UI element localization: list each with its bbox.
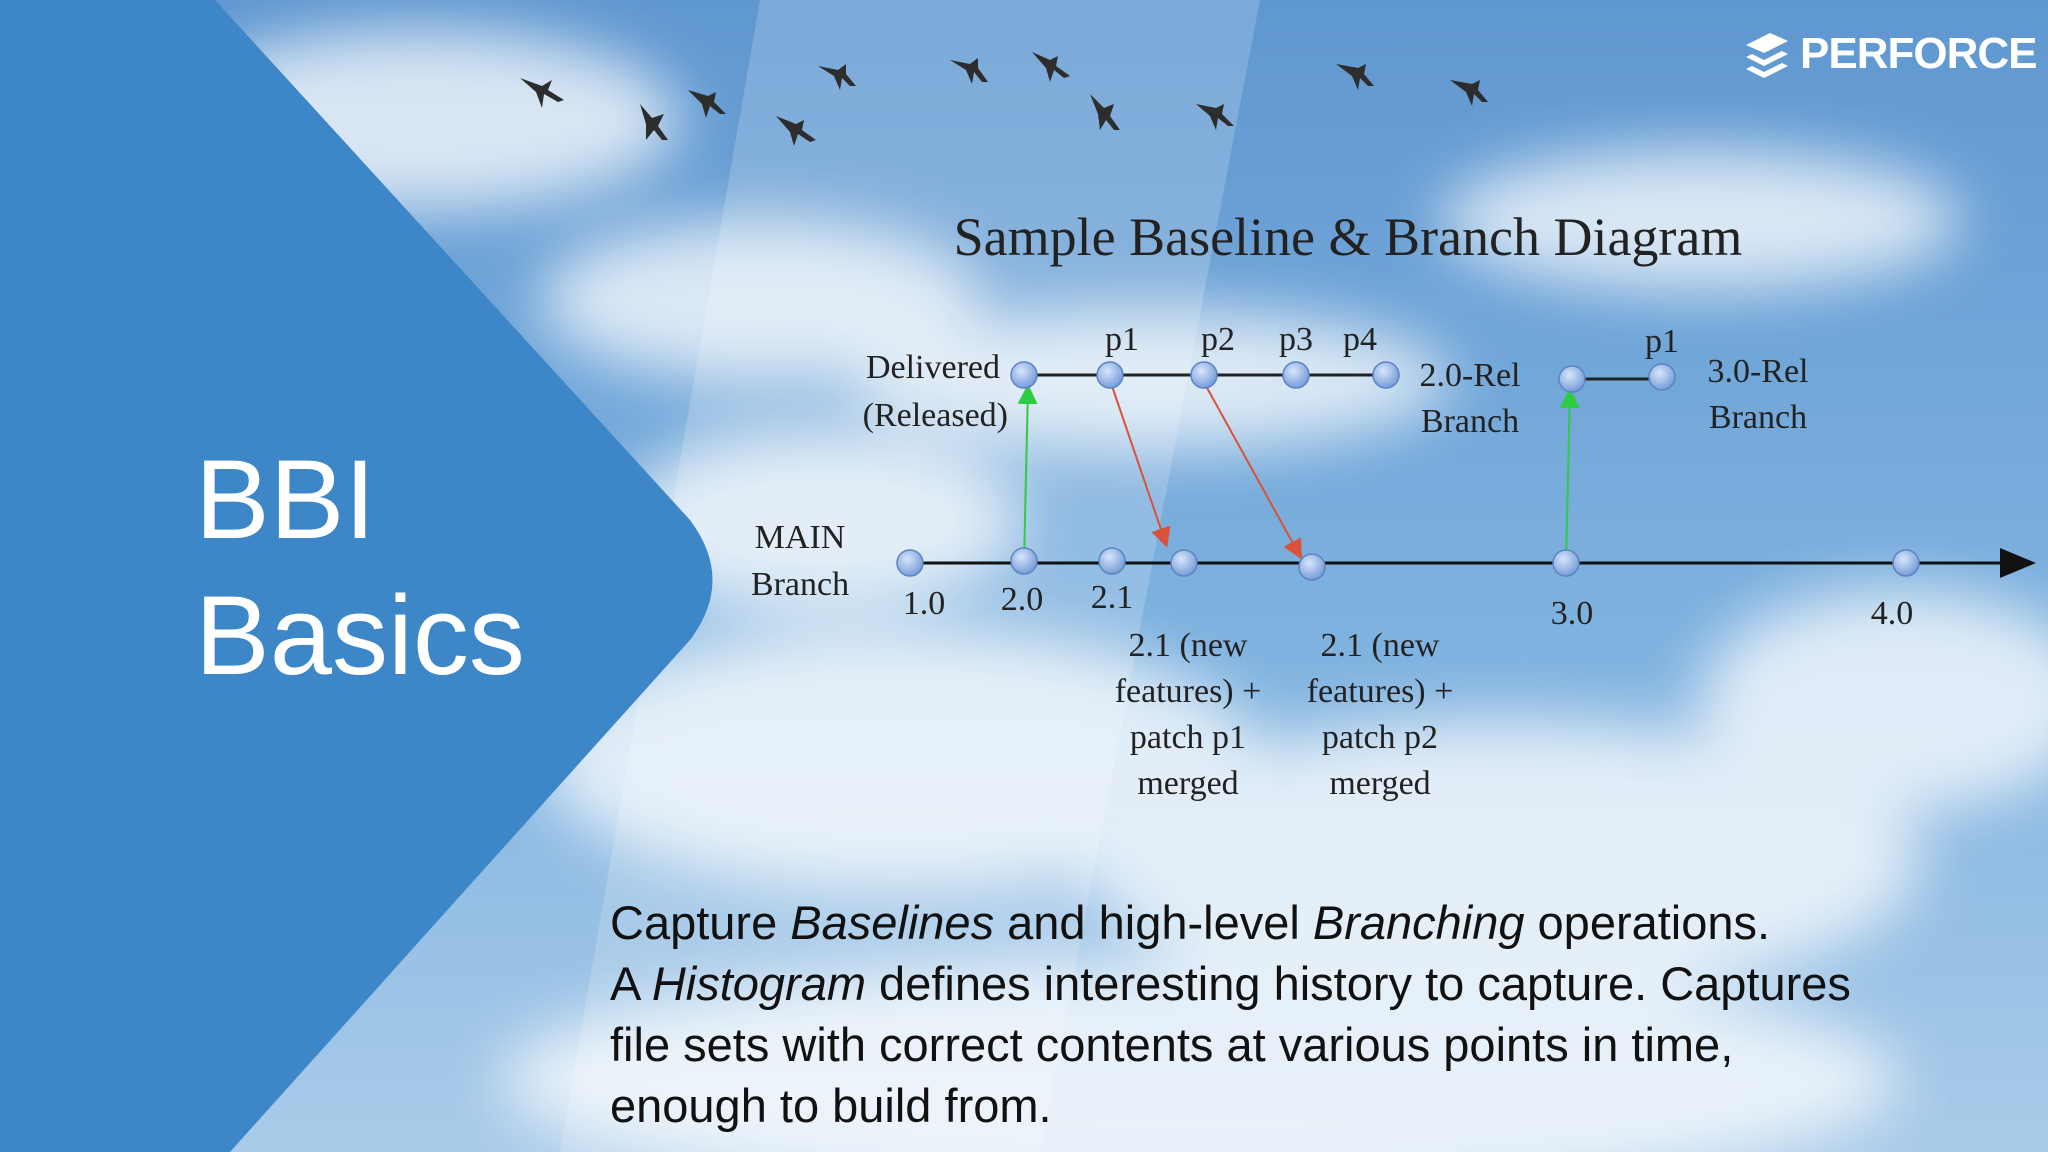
rel20-branch-label: Branch xyxy=(1421,403,1519,440)
node-main-merge-p1 xyxy=(1170,549,1198,577)
caption-text: Capture xyxy=(610,896,791,949)
node-main-merge-p2 xyxy=(1298,553,1326,581)
node-main-1.0 xyxy=(896,549,924,577)
released-label: (Released) xyxy=(863,397,1008,434)
main-branch-label: Branch xyxy=(751,566,849,603)
birds-decoration xyxy=(520,52,1488,146)
caption-text: A xyxy=(610,957,652,1010)
version-label-3.0: 3.0 xyxy=(1551,595,1594,632)
merge-arrow-patch-p1 xyxy=(1111,385,1171,548)
rel30-patch-label-p1: p1 xyxy=(1645,323,1679,360)
perforce-logo-text: PERFORCE xyxy=(1800,29,2037,78)
merge-note-2-line3: patch p2 xyxy=(1322,719,1438,756)
diagram-title: Sample Baseline & Branch Diagram xyxy=(954,207,1743,267)
slide-caption: Capture Baselines and high-level Branchi… xyxy=(610,892,2030,1136)
caption-emphasis-histogram: Histogram xyxy=(651,957,866,1010)
caption-line-1: Capture Baselines and high-level Branchi… xyxy=(610,892,2030,953)
node-patch-p2 xyxy=(1190,361,1218,389)
perforce-logo-icon xyxy=(1746,33,1788,78)
merge-note-2-line2: features) + xyxy=(1307,673,1454,710)
caption-emphasis-baselines: Baselines xyxy=(790,896,995,949)
rel30-label: 3.0-Rel xyxy=(1707,353,1808,390)
slide-title-line2: Basics xyxy=(195,573,525,698)
version-label-4.0: 4.0 xyxy=(1871,595,1914,632)
slide-title-line1: BBI xyxy=(195,437,376,562)
patch-label-p2: p2 xyxy=(1201,321,1235,358)
perforce-logo: PERFORCE xyxy=(1742,28,2037,80)
merge-note-1-line1: 2.1 (new xyxy=(1129,627,1248,664)
node-released-2.0 xyxy=(1010,361,1038,389)
merge-arrow-3.0-release xyxy=(1559,388,1580,564)
patch-label-p3: p3 xyxy=(1279,321,1313,358)
rel20-label: 2.0-Rel xyxy=(1419,357,1520,394)
caption-line-2: A Histogram defines interesting history … xyxy=(610,953,2030,1014)
main-label: MAIN xyxy=(755,519,846,556)
caption-text: defines interesting history to capture. … xyxy=(866,957,1851,1010)
merge-note-1-line3: patch p1 xyxy=(1130,719,1246,756)
delivered-label: Delivered xyxy=(866,349,1000,386)
merge-note-2-line1: 2.1 (new xyxy=(1321,627,1440,664)
merge-arrow-patch-p2 xyxy=(1205,385,1302,560)
node-patch-p4 xyxy=(1372,361,1400,389)
caption-line-4: enough to build from. xyxy=(610,1079,1052,1132)
version-label-2.0: 2.0 xyxy=(1001,581,1044,618)
caption-text: operations. xyxy=(1524,896,1771,949)
title-panel xyxy=(0,0,713,1152)
version-label-2.1: 2.1 xyxy=(1091,579,1134,616)
rel30-branch-label: Branch xyxy=(1709,399,1807,436)
node-main-4.0 xyxy=(1892,549,1920,577)
merge-arrow-2.0-release xyxy=(1017,384,1038,564)
node-patch-p1 xyxy=(1096,361,1124,389)
node-patch-p3 xyxy=(1282,361,1310,389)
caption-emphasis-branching: Branching xyxy=(1312,896,1525,949)
version-label-1.0: 1.0 xyxy=(903,585,946,622)
merge-note-2-line4: merged xyxy=(1329,765,1430,802)
node-released-3.0 xyxy=(1558,365,1586,393)
slide-title: BBI Basics xyxy=(195,432,525,704)
patch-label-p4: p4 xyxy=(1343,321,1377,358)
caption-line-3: file sets with correct contents at vario… xyxy=(610,1018,1734,1071)
node-main-3.0 xyxy=(1552,549,1580,577)
patch-label-p1: p1 xyxy=(1105,321,1139,358)
caption-text: and high-level xyxy=(994,896,1313,949)
node-main-2.0 xyxy=(1010,547,1038,575)
node-rel30-patch-p1 xyxy=(1648,363,1676,391)
merge-note-1-line4: merged xyxy=(1137,765,1238,802)
node-main-2.1 xyxy=(1098,547,1126,575)
merge-note-1-line2: features) + xyxy=(1115,673,1262,710)
